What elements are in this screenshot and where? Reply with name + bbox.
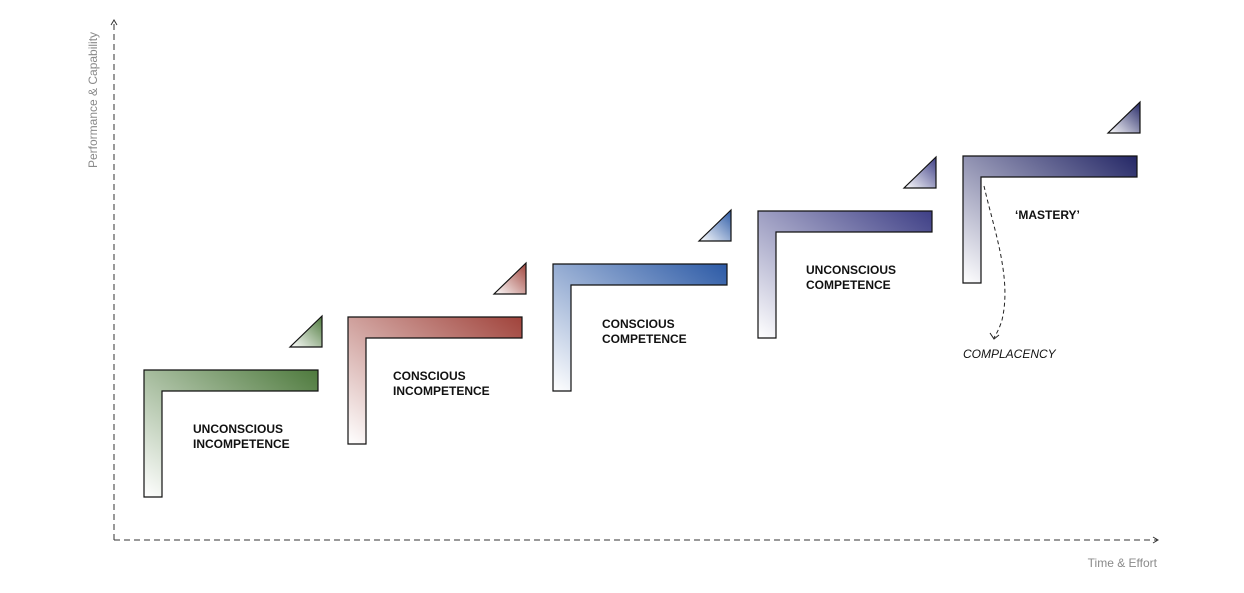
complacency-arrow-icon [989, 332, 1000, 340]
stage-label-line2: INCOMPETENCE [393, 384, 490, 398]
stage-mastery: ‘MASTERY’ [962, 100, 1141, 284]
complacency-label: COMPLACENCY [963, 347, 1057, 361]
x-axis-label: Time & Effort [1088, 556, 1158, 570]
triangle-icon [288, 314, 323, 348]
stair-step [347, 316, 523, 445]
stage-label-line1: UNCONSCIOUS [806, 263, 896, 277]
y-axis-label: Performance & Capability [86, 32, 100, 168]
triangle-icon [1106, 100, 1141, 134]
stage-label: ‘MASTERY’ [1015, 208, 1080, 222]
stage-label-line2: COMPETENCE [806, 278, 891, 292]
stair-step [757, 210, 933, 339]
stage-label-line1: UNCONSCIOUS [193, 422, 283, 436]
stair-step [143, 369, 319, 498]
stair-step [552, 263, 728, 392]
triangle-icon [492, 261, 527, 295]
x-axis-arrow-icon [1152, 536, 1159, 544]
y-axis-arrow-icon [110, 19, 118, 26]
stage-label-line2: COMPETENCE [602, 332, 687, 346]
triangle-icon [902, 155, 937, 189]
stage-label-line1: CONSCIOUS [393, 369, 466, 383]
stage-label-line1: CONSCIOUS [602, 317, 675, 331]
stair-step [962, 155, 1138, 284]
triangle-icon [697, 208, 732, 242]
complacency-group: COMPLACENCY [963, 185, 1057, 361]
stage-label-line1: ‘MASTERY’ [1015, 208, 1080, 222]
complacency-curve [983, 185, 1006, 339]
axes: Performance & Capability Time & Effort [86, 19, 1159, 570]
stage-label-line2: INCOMPETENCE [193, 437, 290, 451]
